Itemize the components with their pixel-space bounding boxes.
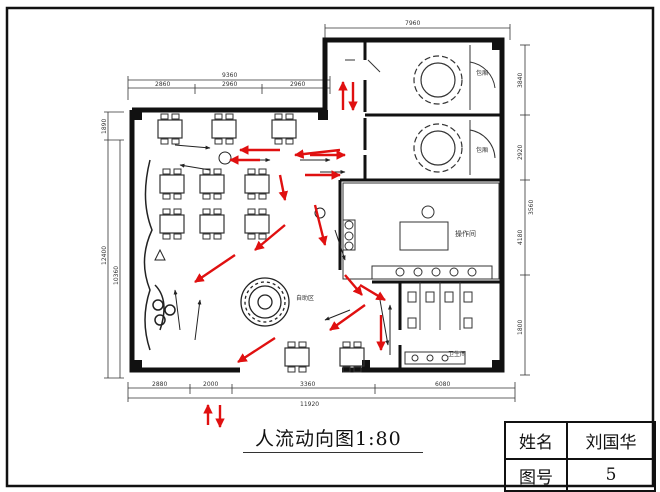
dimension-lines bbox=[104, 24, 530, 402]
dim-left-inner: 10360 bbox=[113, 266, 120, 285]
title-underline bbox=[243, 452, 423, 453]
columns bbox=[132, 40, 502, 370]
sheet-border bbox=[5, 6, 655, 488]
dim-bottom-seg-2: 2000 bbox=[203, 381, 218, 388]
dim-bottom-seg-3: 3360 bbox=[300, 381, 315, 388]
dim-top-right: 7960 bbox=[405, 20, 420, 27]
interior-walls bbox=[338, 40, 502, 370]
title-block: 姓名 刘国华 图号 5 bbox=[504, 421, 656, 492]
room-label-dining: 自助区 bbox=[296, 294, 314, 302]
lounge-sofa bbox=[143, 159, 176, 351]
dim-top-seg-1: 2860 bbox=[155, 81, 170, 88]
room-label-operation: 操作间 bbox=[455, 229, 476, 238]
dim-right-lower-b: 1800 bbox=[517, 320, 524, 335]
private-room-tables bbox=[413, 55, 463, 173]
dim-right-upper: 3840 bbox=[517, 73, 524, 88]
name-value: 刘国华 bbox=[566, 421, 656, 460]
dim-left-total: 12400 bbox=[101, 246, 108, 265]
self-service-counter bbox=[240, 277, 290, 327]
dim-top-seg-2: 2960 bbox=[222, 81, 237, 88]
restroom-fixtures bbox=[404, 291, 473, 365]
kitchen-equipment bbox=[342, 205, 493, 280]
outer-walls bbox=[129, 37, 505, 373]
name-label: 姓名 bbox=[504, 421, 568, 460]
dim-right-mid-b: 3560 bbox=[528, 200, 535, 215]
number-label: 图号 bbox=[504, 458, 568, 492]
dim-right-lower-a: 4180 bbox=[517, 230, 524, 245]
dining-tables bbox=[157, 113, 365, 373]
indicator-icons bbox=[154, 151, 326, 261]
dim-top-left: 9360 bbox=[222, 72, 237, 79]
dim-top-seg-3: 2960 bbox=[290, 81, 305, 88]
room-label-a: 包厢 bbox=[476, 69, 488, 77]
dim-right-mid-a: 2920 bbox=[517, 145, 524, 160]
room-label-restroom: 卫生间 bbox=[448, 350, 466, 358]
drawing-title: 人流动向图1:80 bbox=[255, 428, 402, 450]
room-label-b: 包厢 bbox=[476, 146, 488, 154]
dim-bottom-seg-1: 2880 bbox=[152, 381, 167, 388]
red-flow-arrows bbox=[194, 81, 386, 428]
black-flow-arrows bbox=[173, 144, 392, 355]
number-value: 5 bbox=[566, 458, 656, 492]
dim-bottom-seg-4: 6080 bbox=[435, 381, 450, 388]
dim-bottom-total: 11920 bbox=[300, 401, 319, 408]
dim-left-top: 1890 bbox=[101, 119, 108, 134]
